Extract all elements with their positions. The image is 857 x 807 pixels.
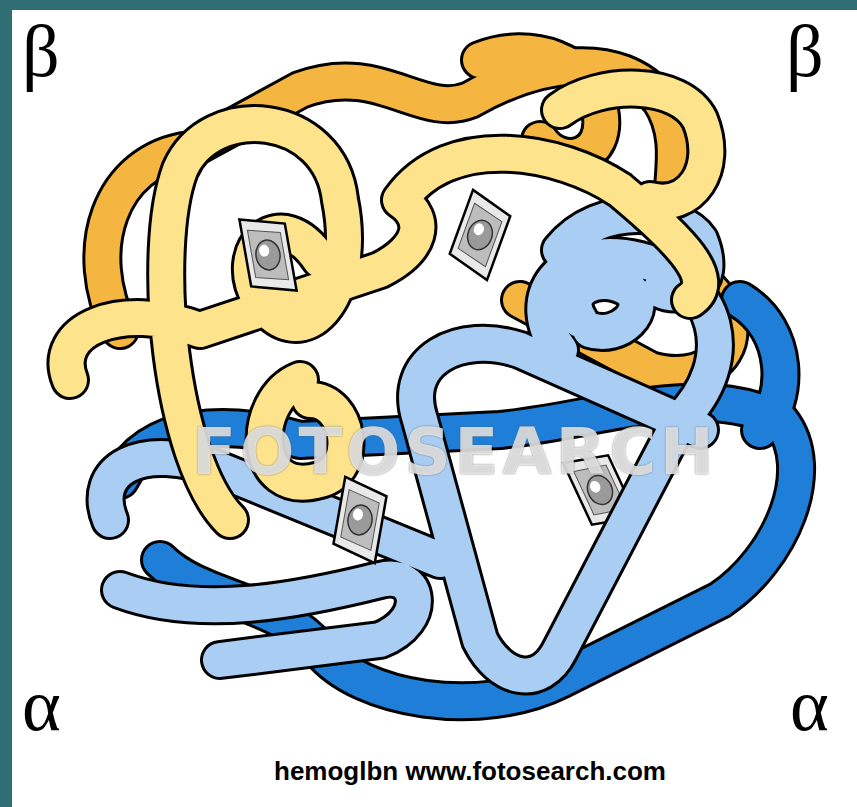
caption: hemoglbn www.fotosearch.com bbox=[274, 758, 666, 784]
chain-label: β bbox=[786, 14, 824, 88]
chain-label: α bbox=[790, 668, 829, 742]
watermark: FOTOSEARCH bbox=[192, 420, 717, 484]
chain-label: β bbox=[22, 14, 60, 88]
chain-label: α bbox=[22, 668, 61, 742]
